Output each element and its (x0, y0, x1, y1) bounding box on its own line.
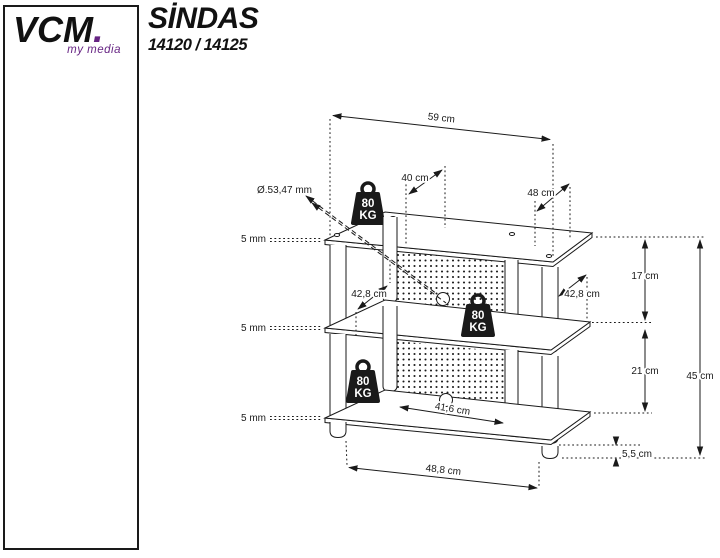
leg-front-left (329, 245, 347, 332)
dimension-clear-depth-right: 42,8 cm (558, 274, 602, 320)
weight-unit: KG (469, 322, 486, 334)
screw-hole (545, 254, 553, 258)
weight-unit: KG (359, 210, 376, 222)
dimension-shelf-depth: 40 cm (400, 166, 446, 246)
svg-text:48,8 cm: 48,8 cm (425, 463, 462, 478)
dimension-foot-height: 5,5 cm (559, 436, 706, 467)
dimension-clearance-upper: 17 cm (592, 236, 706, 323)
title-block: SİNDAS 14120 / 14125 (148, 2, 259, 55)
dimension-glass-thickness-middle: 5 mm (239, 321, 322, 336)
dimension-glass-thickness-top: 5 mm (239, 232, 322, 247)
svg-text:Ø.53,47 mm: Ø.53,47 mm (257, 185, 312, 196)
logo-tagline: my media (67, 44, 121, 56)
feet (329, 422, 559, 460)
svg-text:42,8 cm: 42,8 cm (564, 289, 600, 300)
dimension-clear-depth-left: 42,8 cm (349, 260, 391, 338)
vcm-logo: VCM. (13, 11, 127, 49)
weight-unit: KG (354, 388, 371, 400)
svg-text:5 mm: 5 mm (241, 234, 266, 245)
svg-text:5 mm: 5 mm (241, 323, 266, 334)
logo-dot: . (93, 9, 104, 51)
dimension-total-depth: 48 cm (526, 183, 571, 246)
dimension-glass-thickness-bottom: 5 mm (239, 411, 322, 426)
svg-text:48 cm: 48 cm (527, 188, 554, 199)
cable-hole-upper (436, 292, 450, 306)
weight-value: 80 (357, 376, 370, 388)
svg-text:5,5 cm: 5,5 cm (622, 449, 652, 460)
weight-80kg-icon: 80 KG (351, 181, 385, 225)
brand-panel: VCM. my media (3, 5, 139, 550)
leg-back-left (382, 306, 398, 393)
svg-text:5 mm: 5 mm (241, 413, 266, 424)
svg-text:42,8 cm: 42,8 cm (351, 289, 387, 300)
dimension-base-width: 48,8 cm (345, 440, 540, 491)
svg-text:45 cm: 45 cm (686, 371, 713, 382)
product-title: SİNDAS (148, 2, 259, 35)
foot-front-right (541, 446, 559, 460)
dimension-cable-hole: Ø.53,47 mm (255, 183, 447, 304)
dimension-annotations: 59 cm 40 cm 48 cm (239, 110, 715, 491)
weight-80kg-icon: 80 KG (346, 359, 380, 403)
perforated-panel-lower (397, 341, 507, 407)
dimension-total-height: 45 cm (685, 239, 715, 456)
svg-text:17 cm: 17 cm (631, 271, 658, 282)
screw-hole (333, 233, 341, 237)
logo-text: VCM (13, 9, 93, 50)
weight-value: 80 (472, 310, 485, 322)
dimension-clearance-lower: 21 cm (594, 329, 660, 414)
weight-value: 80 (362, 198, 375, 210)
svg-text:21 cm: 21 cm (631, 366, 658, 377)
foot-front-left (329, 422, 347, 439)
weight-80kg-icon: 80 KG (461, 293, 495, 337)
product-model-numbers: 14120 / 14125 (148, 36, 248, 54)
dimension-top-width: 59 cm (329, 110, 554, 258)
screw-hole (508, 232, 516, 236)
svg-text:40 cm: 40 cm (401, 173, 428, 184)
legs-lower (329, 306, 559, 445)
svg-text:59 cm: 59 cm (427, 112, 455, 126)
leg-front-left (329, 334, 347, 422)
perforated-panel-upper (397, 251, 507, 317)
